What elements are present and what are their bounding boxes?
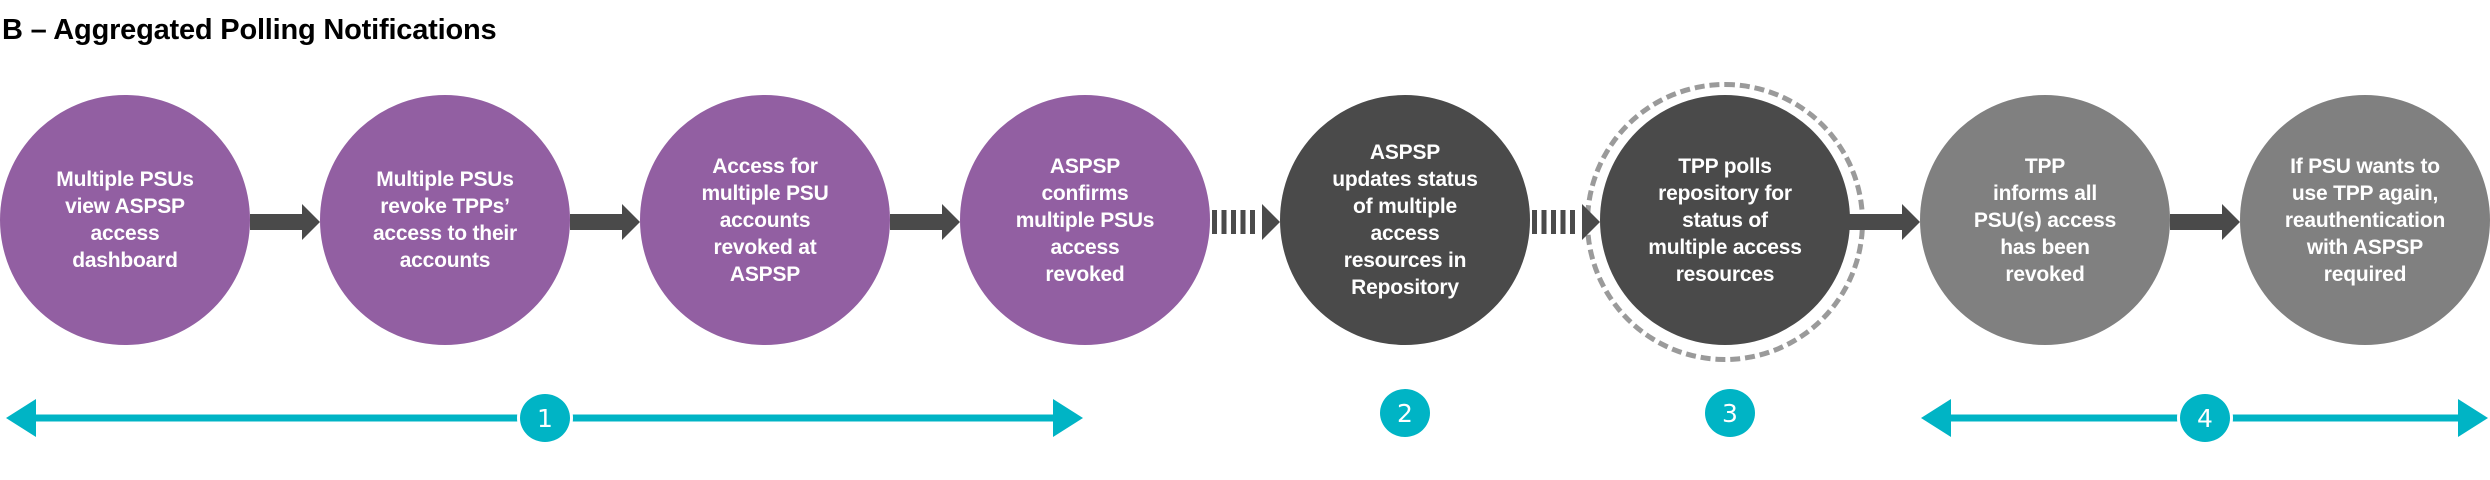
- dashed-arrow-segment: [1541, 210, 1547, 234]
- arrow-head-icon-7: [2222, 204, 2240, 240]
- phase-3-number: 3: [1722, 398, 1738, 428]
- step-5-circle: ASPSP updates status of multiple access …: [1280, 95, 1530, 345]
- step-2-circle: Multiple PSUs revoke TPPs’ access to the…: [320, 95, 570, 345]
- step-4-label: ASPSP confirms multiple PSUs access revo…: [1015, 154, 1155, 286]
- step-3-label: Access for multiple PSU accounts revoked…: [701, 154, 829, 286]
- phase-4-bracket-right-arrowhead-icon: [2458, 399, 2488, 437]
- dashed-arrow-segment: [1560, 210, 1566, 234]
- arrow-head-icon-5: [1582, 204, 1600, 240]
- arrow-head-icon-1: [302, 204, 320, 240]
- step-7-label: TPP informs all PSU(s) access has been r…: [1973, 154, 2117, 286]
- phase-4-badge: 4: [2180, 394, 2230, 442]
- step-2-label: Multiple PSUs revoke TPPs’ access to the…: [372, 168, 518, 272]
- phase-4-number: 4: [2197, 403, 2213, 433]
- step-6-label: TPP polls repository for status of multi…: [1648, 154, 1802, 286]
- step-1-circle: Multiple PSUs view ASPSP access dashboar…: [0, 95, 250, 345]
- diagram-title: B – Aggregated Polling Notifications: [2, 14, 497, 46]
- phase-2-number: 2: [1397, 398, 1413, 428]
- dashed-arrow-segment: [1221, 210, 1227, 234]
- phase-1-badge: 1: [520, 394, 570, 442]
- dashed-arrow-segment: [1532, 210, 1537, 234]
- arrow-shaft-1: [250, 214, 303, 230]
- arrow-shaft-6: [1848, 214, 1903, 230]
- step-4-circle: ASPSP confirms multiple PSUs access revo…: [960, 95, 1210, 345]
- dashed-arrow-segment: [1240, 210, 1246, 234]
- dashed-arrow-segment: [1250, 210, 1255, 234]
- arrow-shaft-7: [2170, 214, 2223, 230]
- step-7-circle: TPP informs all PSU(s) access has been r…: [1920, 95, 2170, 345]
- arrow-head-icon-3: [942, 204, 960, 240]
- phase-2-badge: 2: [1380, 389, 1430, 437]
- arrow-head-icon-4: [1262, 204, 1280, 240]
- arrow-head-icon-6: [1902, 204, 1920, 240]
- phase-3-badge: 3: [1705, 389, 1755, 437]
- step-3-circle: Access for multiple PSU accounts revoked…: [640, 95, 890, 345]
- step-8-label: If PSU wants to use TPP again, reauthent…: [2284, 154, 2446, 286]
- dashed-arrow-segment: [1212, 210, 1217, 234]
- phase-1-bracket-right-arrowhead-icon: [1053, 399, 1083, 437]
- arrow-head-icon-2: [622, 204, 640, 240]
- step-5-label: ASPSP updates status of multiple access …: [1332, 141, 1478, 299]
- step-1-label: Multiple PSUs view ASPSP access dashboar…: [56, 168, 194, 272]
- arrow-shaft-2: [570, 214, 623, 230]
- arrow-shaft-3: [890, 214, 943, 230]
- phase-4-bracket-left-arrowhead-icon: [1921, 399, 1951, 437]
- phase-1-bracket-left-arrowhead-icon: [6, 399, 36, 437]
- step-6-circle: TPP polls repository for status of multi…: [1600, 95, 1850, 345]
- dashed-arrow-segment: [1570, 210, 1575, 234]
- dashed-arrow-segment: [1551, 210, 1556, 234]
- phase-1-number: 1: [537, 403, 553, 433]
- step-8-circle: If PSU wants to use TPP again, reauthent…: [2240, 95, 2490, 345]
- dashed-arrow-segment: [1231, 210, 1236, 234]
